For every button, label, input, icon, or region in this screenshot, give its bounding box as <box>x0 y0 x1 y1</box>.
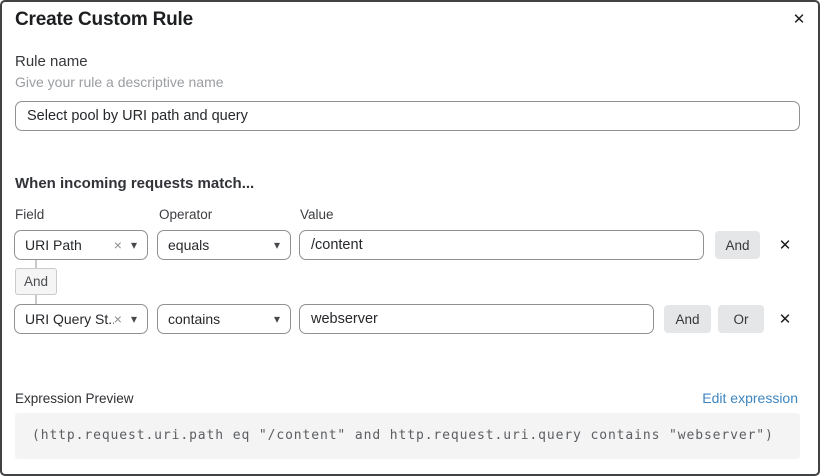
and-button-row1[interactable]: And <box>715 231 760 259</box>
rule-name-label: Rule name <box>15 53 88 70</box>
expression-code-block: (http.request.uri.path eq "/content" and… <box>15 413 800 459</box>
page-title: Create Custom Rule <box>15 9 193 30</box>
expression-code: (http.request.uri.path eq "/content" and… <box>32 428 774 443</box>
chevron-down-icon: ▾ <box>130 238 137 252</box>
field-select-row2-value: URI Query St... <box>25 311 114 327</box>
connector-line-bottom <box>35 295 37 305</box>
chevron-down-icon: ▾ <box>273 312 280 326</box>
value-input-row2[interactable] <box>299 304 654 334</box>
clear-icon[interactable]: × <box>113 237 122 253</box>
column-label-value: Value <box>300 207 334 222</box>
remove-condition-icon-row2[interactable]: ✕ <box>773 305 797 333</box>
edit-expression-link[interactable]: Edit expression <box>702 390 798 406</box>
field-select-row1[interactable]: URI Path × ▾ <box>14 230 148 260</box>
operator-select-row1-value: equals <box>168 237 210 253</box>
field-select-row2[interactable]: URI Query St... × ▾ <box>14 304 148 334</box>
expression-preview-label: Expression Preview <box>15 391 134 406</box>
close-icon[interactable]: ✕ <box>786 7 812 31</box>
connector-line-top <box>35 260 37 269</box>
operator-select-row2-value: contains <box>168 311 221 327</box>
column-label-field: Field <box>15 207 45 222</box>
chevron-down-icon: ▾ <box>130 312 137 326</box>
operator-select-row1[interactable]: equals ▾ <box>157 230 291 260</box>
value-input-row1[interactable] <box>299 230 704 260</box>
column-label-operator: Operator <box>159 207 213 222</box>
chevron-down-icon: ▾ <box>273 238 280 252</box>
and-button-row2[interactable]: And <box>664 305 711 333</box>
operator-select-row2[interactable]: contains ▾ <box>157 304 291 334</box>
field-select-row1-value: URI Path <box>25 237 82 253</box>
clear-icon[interactable]: × <box>113 311 122 327</box>
connector-and-chip: And <box>15 268 57 295</box>
rule-name-input[interactable] <box>15 101 800 131</box>
or-button-row2[interactable]: Or <box>718 305 764 333</box>
rule-name-helper: Give your rule a descriptive name <box>15 74 224 90</box>
remove-condition-icon-row1[interactable]: ✕ <box>773 231 797 259</box>
match-heading: When incoming requests match... <box>15 175 255 192</box>
